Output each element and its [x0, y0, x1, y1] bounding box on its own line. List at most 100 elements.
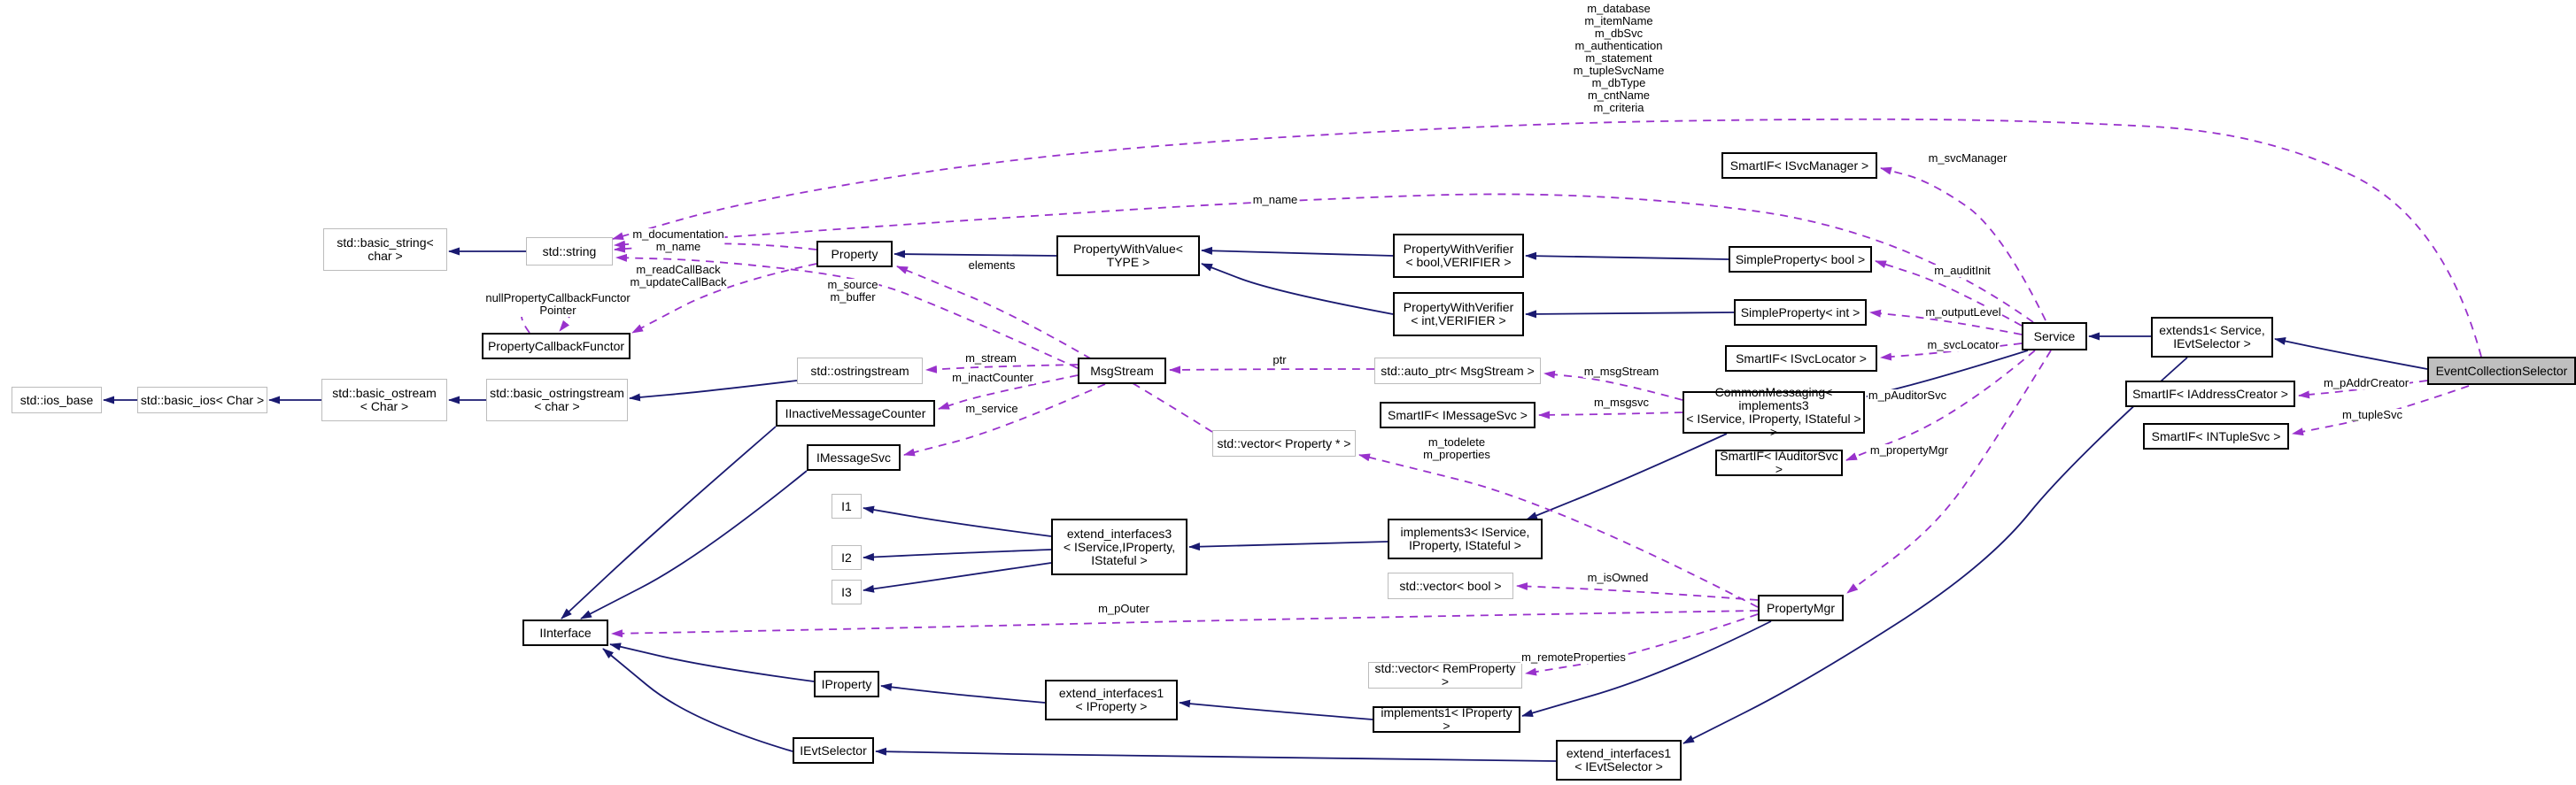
edge-inherit-21: [880, 682, 1046, 704]
edge-member-27: [612, 118, 2482, 358]
edge-member-36: [903, 383, 1106, 457]
node-implements1-iproperty[interactable]: implements1< IProperty >: [1373, 706, 1520, 733]
edge-inherit-23: [1521, 620, 1772, 717]
edge-inherit-11: [1866, 350, 2029, 398]
edge-label-m-isowned: m_isOwned: [1586, 571, 1650, 584]
node-property-with-value[interactable]: PropertyWithValue< TYPE >: [1056, 235, 1200, 276]
node-iinterface[interactable]: IInterface: [522, 620, 608, 646]
edge-label-m-remoteproperties: m_remoteProperties: [1520, 650, 1627, 664]
node-imessagesvc[interactable]: IMessageSvc: [807, 444, 901, 471]
node-implements3[interactable]: implements3< IService, IProperty, IState…: [1388, 519, 1543, 559]
edge-label-m-msgsvc: m_msgsvc: [1592, 396, 1651, 409]
node-smartif-iauditorsvc[interactable]: SmartIF< IAuditorSvc >: [1715, 450, 1843, 476]
edge-member-38: [1543, 370, 1683, 401]
node-extend-interfaces1-iproperty[interactable]: extend_interfaces1 < IProperty >: [1045, 680, 1178, 720]
edge-member-45: [1846, 350, 2052, 594]
node-std-basic-ostringstream[interactable]: std::basic_ostringstream < char >: [486, 379, 628, 421]
edge-member-39: [1538, 411, 1683, 419]
node-iinactive-message-counter[interactable]: IInactiveMessageCounter: [776, 400, 935, 427]
node-smartif-intuplesvc[interactable]: SmartIF< INTupleSvc >: [2143, 423, 2289, 450]
edge-label-ptr: ptr: [1272, 353, 1288, 366]
edge-member-28: [614, 193, 2034, 323]
node-std-basic-ostream[interactable]: std::basic_ostream < Char >: [321, 379, 447, 421]
edge-member-33: [896, 266, 1213, 433]
node-property-callback-functor[interactable]: PropertyCallbackFunctor: [482, 333, 630, 359]
edge-member-41: [1875, 260, 2023, 327]
edge-member-30: [631, 263, 817, 334]
edge-label-m-documentation-m-name: m_documentation m_name: [631, 227, 725, 253]
node-std-string[interactable]: std::string: [526, 237, 613, 266]
edge-label-m-msgstream: m_msgStream: [1582, 365, 1660, 378]
edge-member-49: [611, 610, 1759, 638]
edge-inherit-20: [602, 648, 793, 752]
edge-member-40: [1880, 166, 2046, 321]
node-smartif-isvclocator[interactable]: SmartIF< ISvcLocator >: [1725, 345, 1877, 372]
edge-label-m-svcmanager: m_svcManager: [1927, 151, 2008, 165]
edge-member-37: [1169, 366, 1375, 374]
node-i3[interactable]: I3: [832, 580, 862, 604]
edge-inherit-15: [863, 549, 1052, 561]
node-property-with-verifier-int[interactable]: PropertyWithVerifier < int,VERIFIER >: [1393, 292, 1524, 336]
edge-inherit-18: [561, 426, 777, 620]
node-extend-interfaces1-ievtselector[interactable]: extend_interfaces1 < IEvtSelector >: [1556, 740, 1682, 781]
edge-inherit-24: [875, 747, 1557, 762]
node-extends1-service-ievtselector[interactable]: extends1< Service, IEvtSelector >: [2151, 317, 2273, 358]
node-std-vector-remproperty[interactable]: std::vector< RemProperty >: [1368, 662, 1522, 689]
node-i1[interactable]: I1: [832, 494, 862, 519]
node-smartif-imessagesvc[interactable]: SmartIF< IMessageSvc >: [1380, 402, 1536, 428]
node-propertymgr[interactable]: PropertyMgr: [1758, 595, 1844, 621]
edge-inherit-8: [1525, 251, 1729, 260]
node-extend-interfaces3[interactable]: extend_interfaces3 < IService,IProperty,…: [1051, 519, 1187, 575]
edge-member-42: [1869, 309, 2023, 335]
node-property[interactable]: Property: [816, 241, 893, 267]
node-smartif-iaddresscreator[interactable]: SmartIF< IAddressCreator >: [2125, 381, 2295, 407]
node-msgstream[interactable]: MsgStream: [1078, 358, 1166, 384]
node-simple-property-int[interactable]: SimpleProperty< int >: [1734, 299, 1867, 326]
node-std-vector-property-ptr[interactable]: std::vector< Property * >: [1212, 430, 1356, 457]
node-std-ios-base[interactable]: std::ios_base: [12, 387, 102, 413]
edge-inherit-17: [580, 470, 808, 620]
edge-label-m-outputlevel: m_outputLevel: [1924, 305, 2002, 319]
edge-label-member-cluster-top: m_database m_itemName m_dbSvc m_authenti…: [1572, 2, 1666, 114]
edge-label-m-service: m_service: [964, 402, 1019, 415]
edge-label-m-name: m_name: [1251, 193, 1299, 206]
node-iproperty[interactable]: IProperty: [814, 671, 879, 697]
node-event-collection-selector[interactable]: EventCollectionSelector: [2427, 357, 2576, 385]
edge-label-m-todelete-m-properties: m_todelete m_properties: [1422, 435, 1491, 461]
edge-member-50: [2298, 380, 2428, 399]
edge-label-m-propertymgr: m_propertyMgr: [1868, 443, 1950, 457]
node-property-with-verifier-bool[interactable]: PropertyWithVerifier < bool,VERIFIER >: [1393, 234, 1524, 278]
edge-inherit-9: [1525, 310, 1735, 319]
node-std-auto-ptr-msgstream[interactable]: std::auto_ptr< MsgStream >: [1374, 358, 1541, 384]
edge-label-m-readcallback-m-updatecallback: m_readCallBack m_updateCallBack: [629, 263, 728, 289]
edge-label-m-stream: m_stream: [964, 351, 1017, 365]
node-service[interactable]: Service: [2022, 322, 2087, 350]
edge-inherit-19: [609, 643, 815, 682]
node-ievtselector[interactable]: IEvtSelector: [793, 737, 874, 764]
node-std-basic-string[interactable]: std::basic_string< char >: [323, 228, 447, 271]
edge-label-nullpropertycallbackfunctor-pointer: nullPropertyCallbackFunctor Pointer: [484, 291, 631, 317]
edge-inherit-12: [1526, 433, 1728, 520]
edge-member-43: [1880, 342, 2023, 361]
edge-inherit-16: [863, 562, 1052, 593]
edge-inherit-5: [893, 250, 1057, 258]
edge-inherit-22: [1179, 699, 1373, 720]
edge-label-elements: elements: [967, 258, 1017, 272]
edge-inherit-4: [629, 380, 798, 402]
node-std-ostringstream[interactable]: std::ostringstream: [797, 358, 923, 384]
edge-member-46: [1516, 582, 1759, 601]
edge-member-34: [925, 364, 1079, 373]
edge-inherit-6: [1201, 246, 1394, 257]
edge-member-47: [1358, 453, 1759, 608]
node-simple-property-bool[interactable]: SimpleProperty< bool >: [1729, 246, 1872, 273]
node-i2[interactable]: I2: [832, 545, 862, 570]
node-smartif-isvcmanager[interactable]: SmartIF< ISvcManager >: [1721, 152, 1877, 179]
edge-label-m-pouter: m_pOuter: [1097, 602, 1150, 615]
node-std-vector-bool[interactable]: std::vector< bool >: [1388, 573, 1513, 599]
node-common-messaging[interactable]: CommonMessaging< implements3 < IService,…: [1683, 386, 1865, 439]
edge-label-m-source-m-buffer: m_source m_buffer: [826, 278, 879, 304]
edge-member-35: [938, 374, 1079, 410]
node-std-basic-ios[interactable]: std::basic_ios< Char >: [137, 387, 267, 413]
